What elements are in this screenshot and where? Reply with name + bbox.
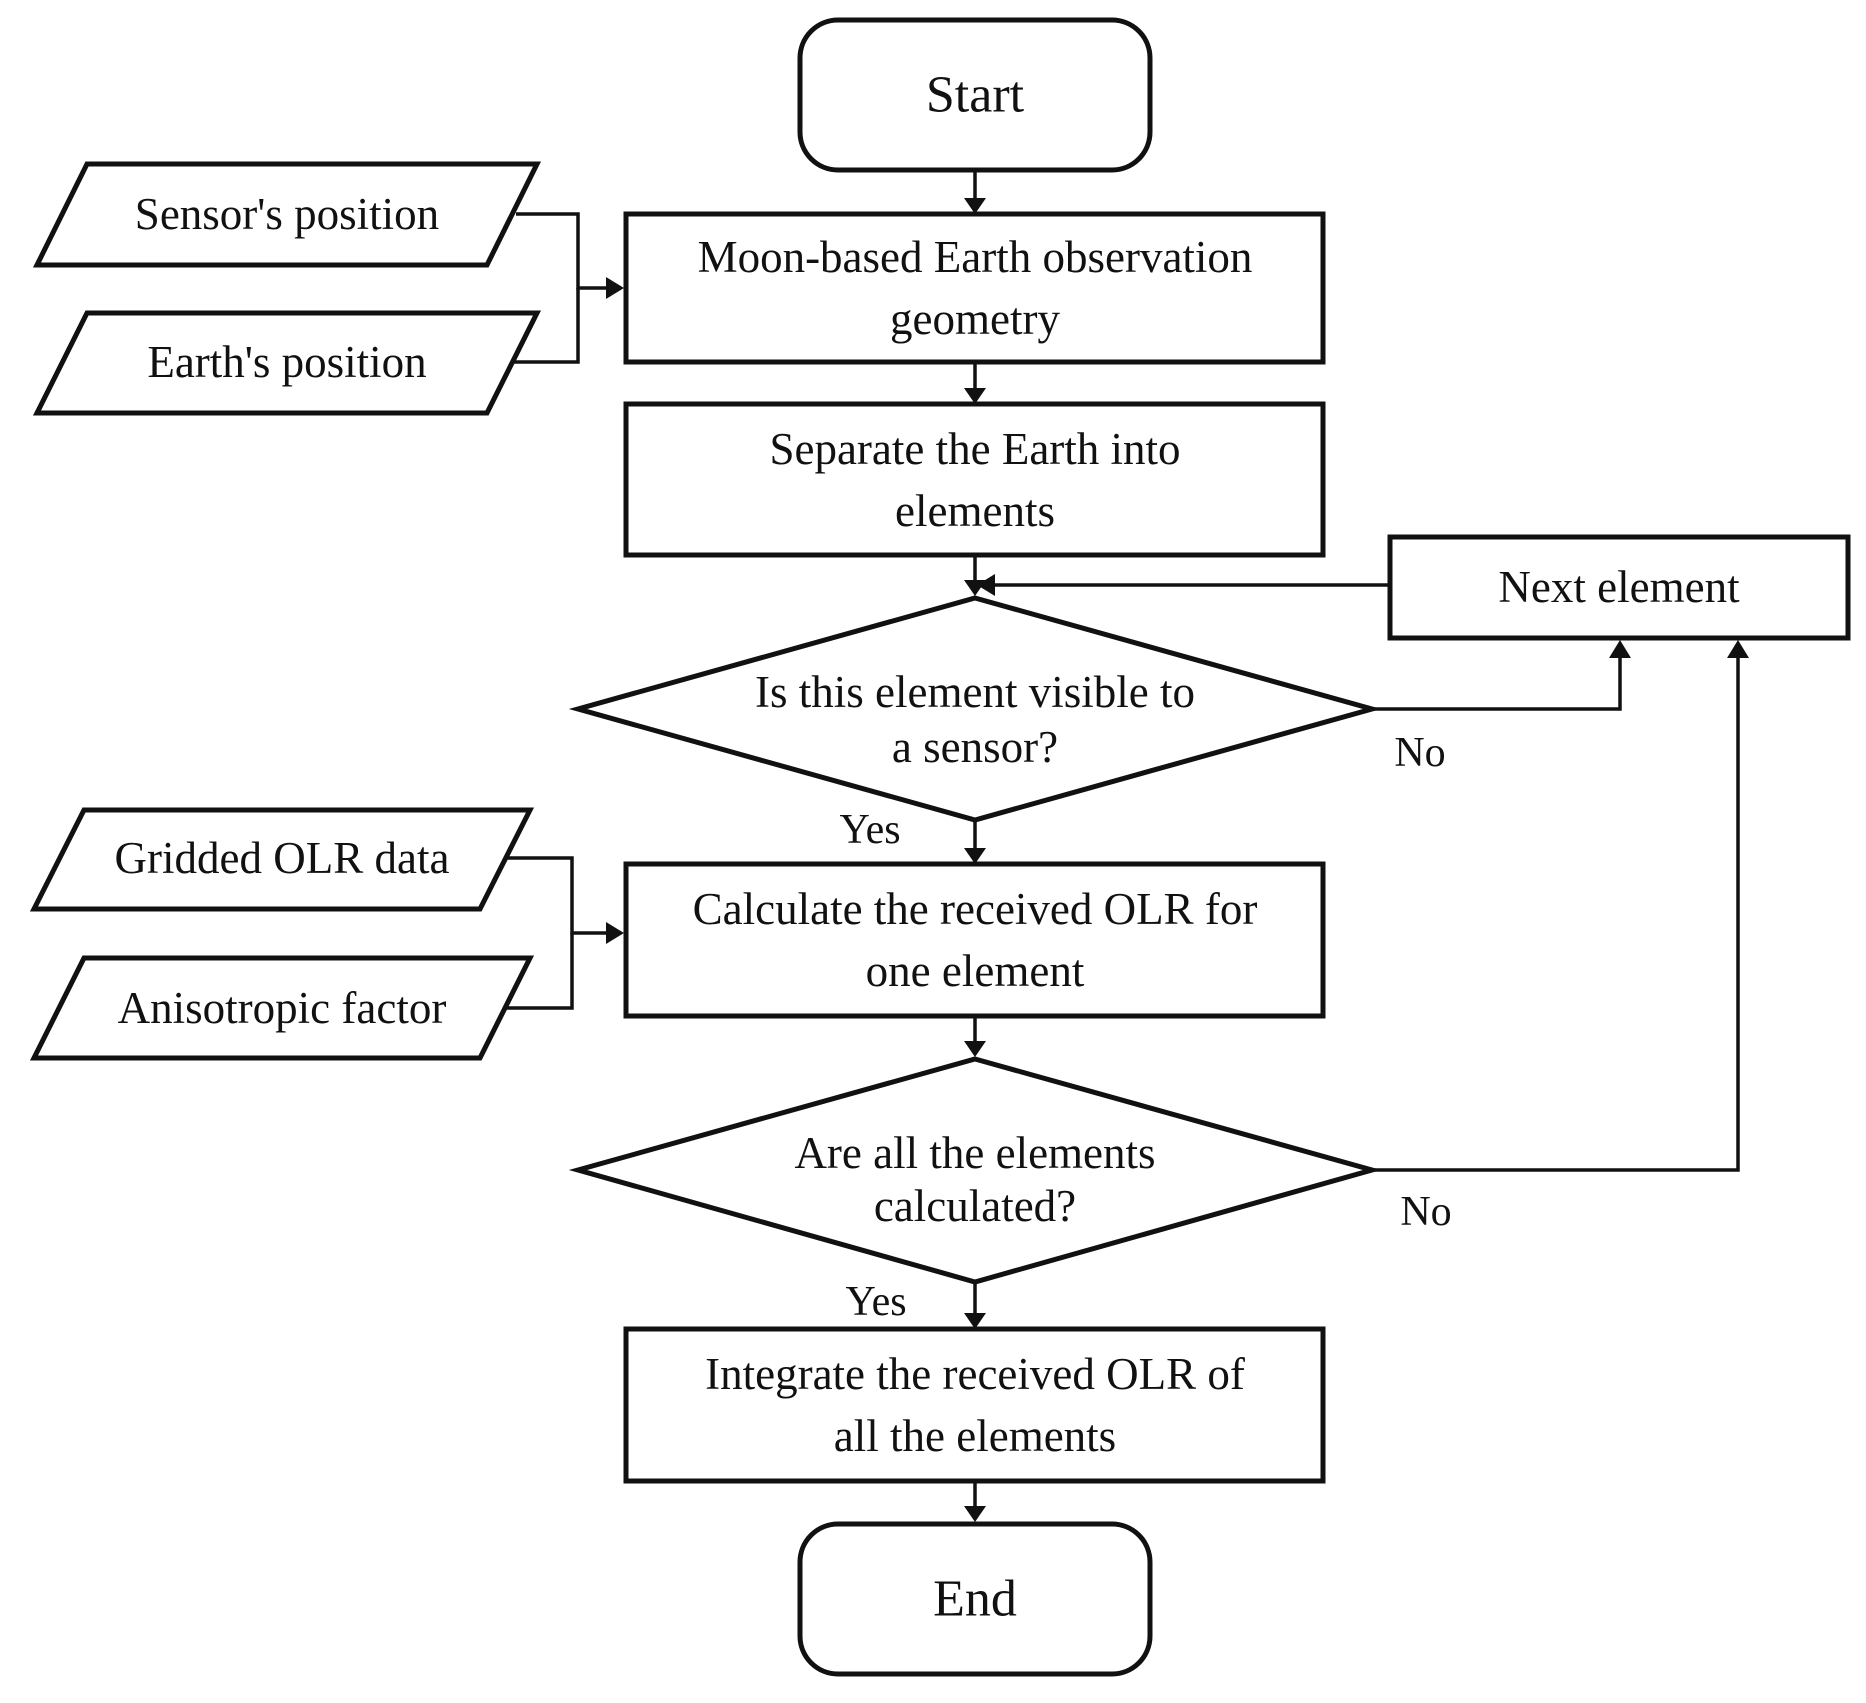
arrowhead: [964, 1506, 986, 1522]
node-end-label: End: [933, 1571, 1017, 1628]
node-sensors-position: Sensor's position: [32, 161, 542, 268]
edge-aniso-to-calculate: [490, 933, 574, 1010]
node-geometry: Moon-based Earth observation geometry: [623, 211, 1326, 365]
input-parallelogram: [32, 310, 542, 416]
edge-labels: Yes No Yes No: [839, 730, 1451, 1325]
node-sensors-position-label: Sensor's position: [135, 189, 439, 239]
arrowhead: [964, 1041, 986, 1057]
arrowhead: [1727, 640, 1749, 658]
process-box: [623, 1326, 1326, 1484]
decision-diamond: [568, 1056, 1382, 1285]
node-separate: Separate the Earth into elements: [623, 401, 1326, 558]
label-all-calculated-yes: Yes: [845, 1279, 906, 1325]
node-calculate: Calculate the received OLR for one eleme…: [623, 861, 1326, 1019]
edge-sensor-to-geometry: [516, 212, 606, 290]
node-next-element-label: Next element: [1498, 562, 1740, 612]
input-parallelogram: [32, 161, 542, 268]
node-gridded-olr-data: Gridded OLR data: [29, 807, 535, 912]
edge-earth-to-geometry: [500, 288, 580, 364]
process-box: [623, 211, 1326, 365]
node-all-calculated-label-line-1: Are all the elements: [794, 1128, 1155, 1178]
node-all-calculated-label-line-2: calculated?: [874, 1181, 1076, 1231]
terminator-shape: [797, 17, 1153, 173]
input-parallelogram: [29, 955, 535, 1061]
arrowhead: [964, 388, 986, 404]
node-anisotropic-factor-label: Anisotropic factor: [118, 983, 447, 1033]
arrowhead: [1609, 640, 1631, 658]
label-visible-no: No: [1394, 730, 1445, 776]
terminator-shape: [797, 1521, 1153, 1677]
edge-allcalc-no-to-next: [1372, 658, 1740, 1172]
node-geometry-label-line-2: geometry: [890, 294, 1060, 344]
arrowhead: [606, 277, 624, 299]
node-integrate-label-line-2: all the elements: [834, 1411, 1116, 1461]
label-all-calculated-no: No: [1400, 1189, 1451, 1235]
node-gridded-olr-data-label: Gridded OLR data: [115, 833, 450, 883]
node-separate-label-line-1: Separate the Earth into: [769, 424, 1180, 474]
node-visible-decision: Is this element visible to a sensor?: [568, 595, 1382, 823]
node-calculate-label-line-1: Calculate the received OLR for: [693, 884, 1258, 934]
arrowhead: [964, 1313, 986, 1329]
connectors: [490, 170, 1749, 1522]
node-integrate: Integrate the received OLR of all the el…: [623, 1326, 1326, 1484]
node-visible-label-line-1: Is this element visible to: [755, 667, 1195, 717]
node-start: Start: [797, 17, 1153, 173]
node-end: End: [797, 1521, 1153, 1677]
decision-diamond: [568, 595, 1382, 823]
arrowhead: [964, 848, 986, 864]
node-earths-position-label: Earth's position: [147, 337, 426, 387]
node-calculate-label-line-2: one element: [866, 946, 1085, 996]
process-box: [623, 401, 1326, 558]
node-earths-position: Earth's position: [32, 310, 542, 416]
node-integrate-label-line-1: Integrate the received OLR of: [705, 1349, 1245, 1399]
process-box: [623, 861, 1326, 1019]
arrowhead: [606, 922, 624, 944]
node-anisotropic-factor: Anisotropic factor: [29, 955, 535, 1061]
input-parallelogram: [29, 807, 535, 912]
arrowhead: [964, 198, 986, 214]
node-next-element: Next element: [1387, 534, 1851, 641]
arrowhead: [977, 574, 995, 596]
edge-visible-no-to-next: [1372, 658, 1622, 711]
node-geometry-label-line-1: Moon-based Earth observation: [698, 232, 1253, 282]
node-visible-label-line-2: a sensor?: [892, 722, 1058, 772]
node-start-label: Start: [926, 67, 1025, 124]
node-separate-label-line-2: elements: [895, 486, 1055, 536]
process-box: [1387, 534, 1851, 641]
node-all-calculated-decision: Are all the elements calculated?: [568, 1056, 1382, 1285]
edge-olr-to-calculate: [500, 856, 606, 935]
label-visible-yes: Yes: [839, 807, 900, 853]
